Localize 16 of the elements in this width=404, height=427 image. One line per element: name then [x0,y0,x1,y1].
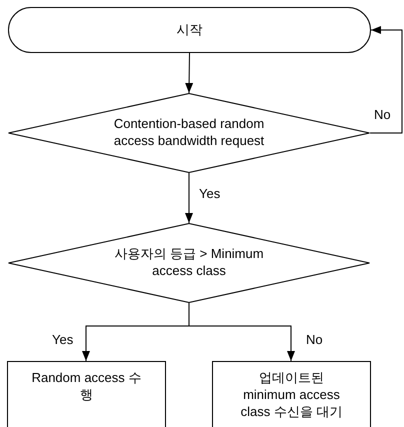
edge-label: Yes [50,333,76,346]
process-box [212,361,371,427]
node-text: Random access 수행 [32,370,142,404]
node-text: Contention-based random access bandwidth request [112,116,266,150]
edge-label: No [304,333,325,346]
arrow [188,302,295,362]
node-text: 업데이트된 minimum access class 수신을 대기 [240,370,344,421]
edge-label: Yes [197,187,222,200]
arrow [185,52,194,94]
arrow [185,172,193,224]
node-text: 시작 [176,22,202,38]
arrow [370,26,402,134]
process-box [7,361,166,427]
terminator [8,7,371,53]
edge-label: No [372,108,393,121]
node-text: 사용자의 등급 > Minimum access class [114,246,264,280]
